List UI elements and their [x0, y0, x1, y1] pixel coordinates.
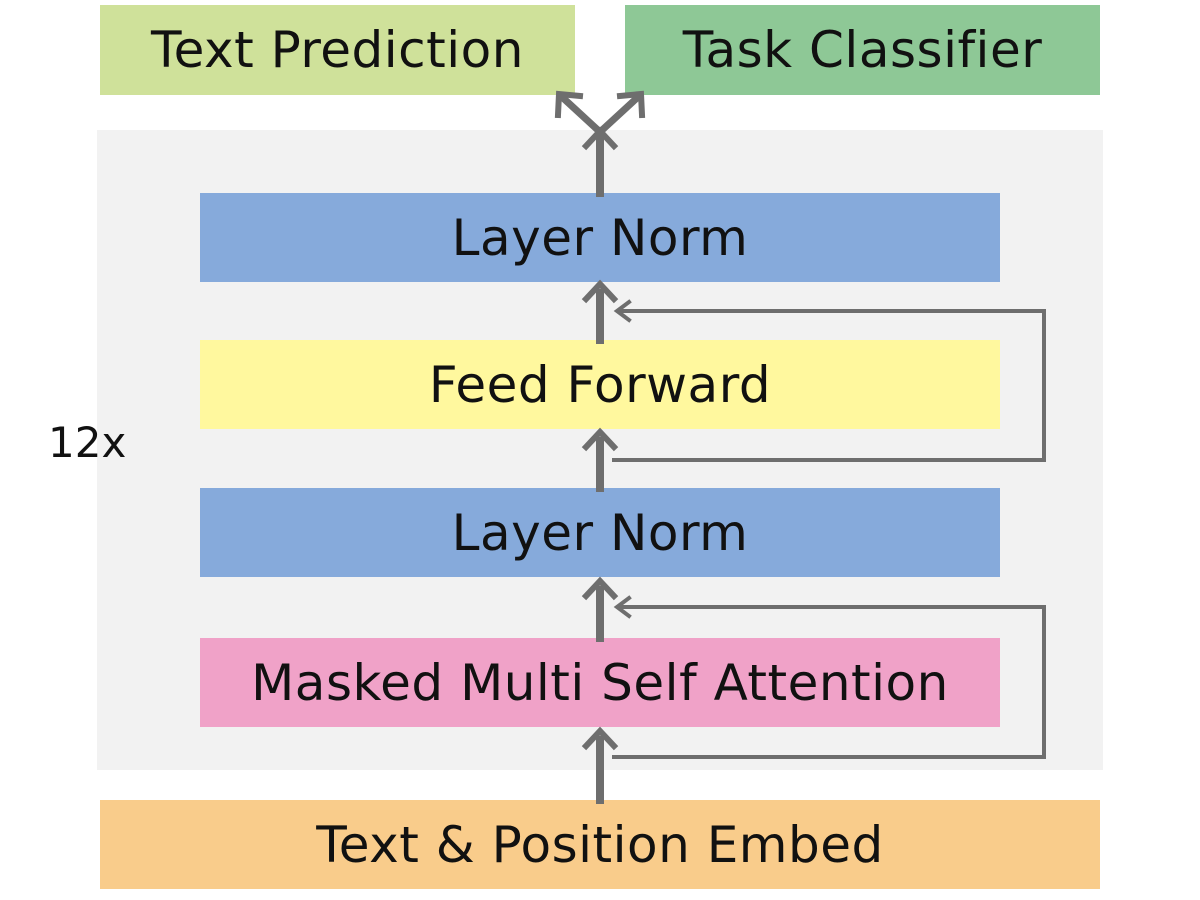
task-classifier-box: Task Classifier [625, 5, 1100, 95]
arrow-fork-text-prediction [557, 92, 605, 137]
layer-norm-bottom-box: Layer Norm [200, 488, 1000, 577]
layer-norm-top-box: Layer Norm [200, 193, 1000, 282]
arrowhead-text-prediction [554, 90, 584, 119]
repeat-count-label: 12x [48, 418, 127, 467]
text-position-embed-box: Text & Position Embed [100, 800, 1100, 889]
arrowhead-task-classifier [616, 90, 646, 119]
text-prediction-box: Text Prediction [100, 5, 575, 95]
arrow-fork-task-classifier [595, 92, 643, 137]
masked-attention-box: Masked Multi Self Attention [200, 638, 1000, 727]
feed-forward-box: Feed Forward [200, 340, 1000, 429]
